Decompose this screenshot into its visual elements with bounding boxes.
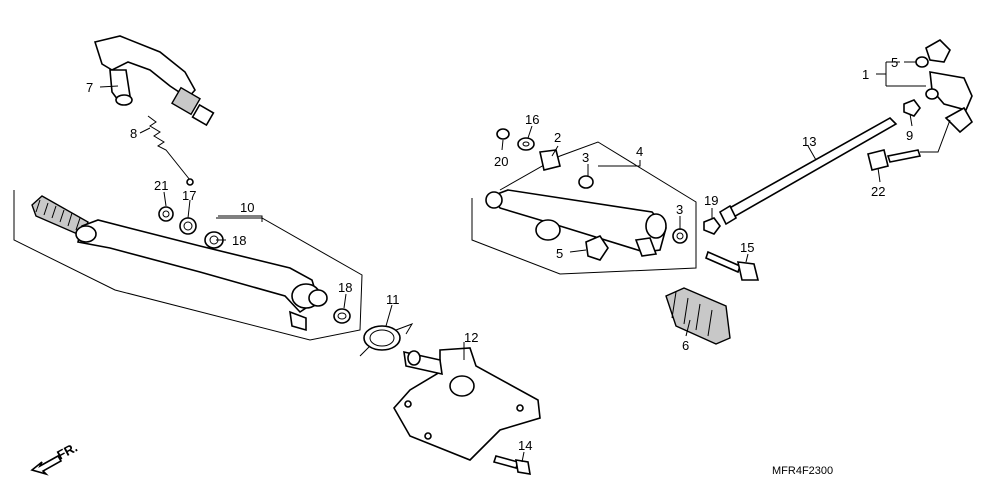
callout-13: 13 (802, 134, 816, 149)
callout-4: 4 (636, 144, 643, 159)
callout-16: 16 (525, 112, 539, 127)
callout-5b: 5 (891, 55, 898, 70)
callout-14: 14 (518, 438, 532, 453)
front-arrow-icon (30, 454, 63, 476)
callout-17: 17 (182, 188, 196, 203)
rod-end-joint-1 (915, 39, 973, 111)
bolt-22 (867, 149, 922, 171)
callout-18a: 18 (232, 233, 246, 248)
diagram-code: MFR4F2300 (772, 465, 833, 477)
leader-lines (99, 61, 951, 463)
bolt-14 (492, 455, 531, 475)
bracket-8-right (944, 106, 974, 134)
callout-22: 22 (871, 184, 885, 199)
rubber-6 (665, 287, 731, 345)
shift-pedal (31, 195, 328, 332)
nut-19 (703, 217, 721, 235)
washers-left (158, 206, 351, 324)
callout-1: 1 (862, 67, 869, 82)
callout-labels: 7 8 21 17 10 18 18 11 12 14 16 20 2 3 4 … (86, 55, 913, 453)
callout-box-10 (13, 190, 363, 341)
nut-9 (903, 99, 921, 117)
callout-15: 15 (740, 240, 754, 255)
callout-box-4 (471, 141, 697, 275)
callout-11: 11 (386, 292, 400, 307)
callout-10: 10 (240, 200, 254, 215)
callout-19: 19 (704, 193, 718, 208)
tie-rod-13 (718, 117, 898, 226)
callout-3b: 3 (676, 202, 683, 217)
spring-8 (147, 115, 194, 186)
callout-18b: 18 (338, 280, 352, 295)
callout-6: 6 (682, 338, 689, 353)
callout-5a: 5 (556, 246, 563, 261)
callout-12: 12 (464, 330, 478, 345)
link-arm-4 (485, 189, 667, 257)
bolt-15 (705, 250, 760, 281)
bracket-12 (393, 347, 541, 461)
callout-8: 8 (130, 126, 137, 141)
callout-7: 7 (86, 80, 93, 95)
callout-3a: 3 (582, 150, 589, 165)
callout-21: 21 (154, 178, 168, 193)
callout-2: 2 (554, 130, 561, 145)
return-spring-11 (359, 323, 414, 357)
small-parts-center (496, 128, 688, 261)
callout-9: 9 (906, 128, 913, 143)
front-direction-indicator: FR. (30, 440, 80, 476)
switch-assembly (93, 35, 215, 127)
callout-20: 20 (494, 154, 508, 169)
